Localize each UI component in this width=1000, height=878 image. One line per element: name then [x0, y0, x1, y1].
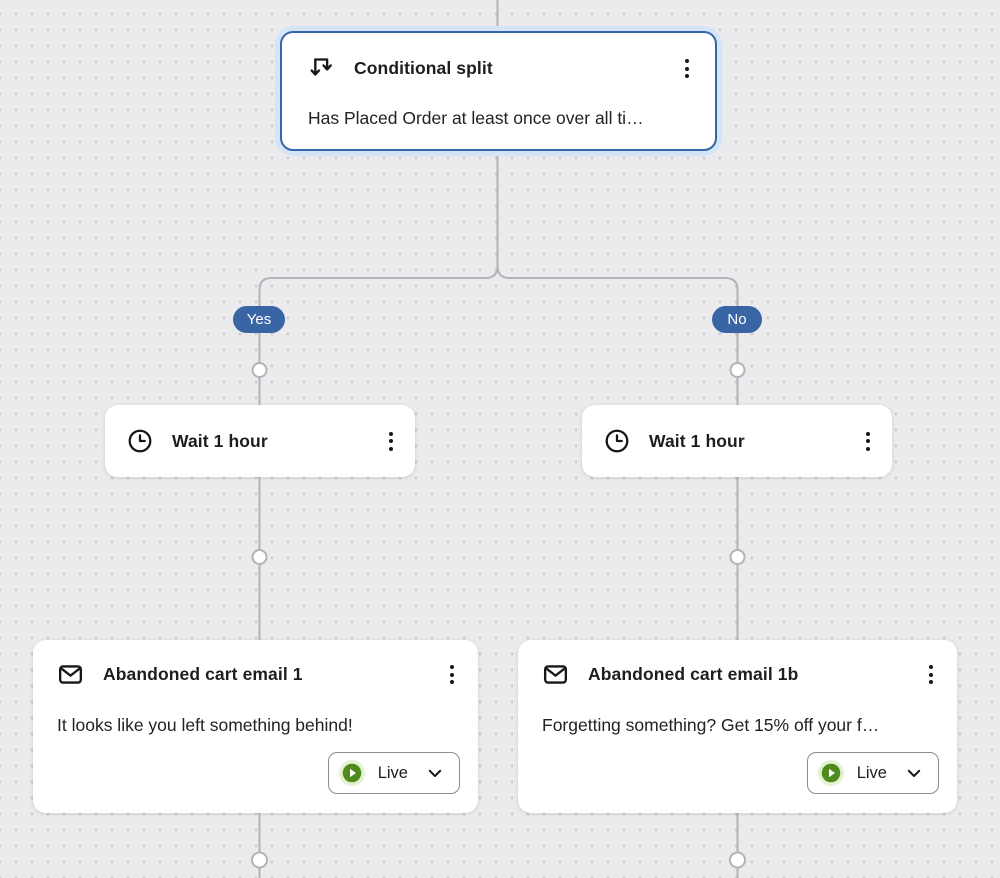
add-step-connector-dot[interactable]	[251, 549, 268, 565]
kebab-menu-icon[interactable]	[444, 661, 460, 688]
email-preview-text: It looks like you left something behind!	[57, 715, 353, 735]
kebab-menu-icon[interactable]	[383, 428, 399, 455]
kebab-menu-icon[interactable]	[860, 428, 876, 455]
branch-badge-no-label: No	[727, 311, 747, 328]
conditional-split-node[interactable]: Conditional split Has Placed Order at le…	[280, 31, 717, 151]
email-node-abandoned-cart-1[interactable]: Abandoned cart email 1 It looks like you…	[33, 640, 478, 813]
play-circle-icon	[817, 759, 845, 787]
add-step-connector-dot[interactable]	[251, 851, 268, 869]
connector-branch-yes	[258, 265, 499, 307]
kebab-menu-icon[interactable]	[679, 55, 695, 82]
wait-node-no[interactable]: Wait 1 hour	[582, 405, 892, 477]
branch-badge-yes: Yes	[233, 306, 285, 333]
kebab-menu-icon[interactable]	[923, 661, 939, 688]
branch-badge-yes-label: Yes	[246, 311, 272, 328]
node-subtitle: Has Placed Order at least once over all …	[308, 108, 644, 128]
status-dropdown-button[interactable]: Live	[806, 752, 939, 794]
add-step-connector-dot[interactable]	[729, 549, 746, 565]
node-title: Abandoned cart email 1	[103, 664, 303, 684]
node-title: Wait 1 hour	[649, 430, 745, 451]
clock-icon	[604, 428, 630, 454]
node-title: Abandoned cart email 1b	[588, 664, 799, 684]
node-title: Conditional split	[354, 58, 493, 78]
add-step-connector-dot[interactable]	[729, 851, 746, 869]
split-arrows-icon	[308, 55, 335, 82]
status-dropdown-button[interactable]: Live	[327, 752, 460, 794]
branch-badge-no: No	[712, 306, 762, 333]
node-title: Wait 1 hour	[172, 430, 268, 451]
status-label: Live	[377, 763, 408, 782]
chevron-down-icon	[426, 764, 444, 782]
wait-node-yes[interactable]: Wait 1 hour	[105, 405, 415, 477]
connector-branch-no	[496, 265, 739, 307]
email-preview-text: Forgetting something? Get 15% off your f…	[542, 715, 880, 735]
email-node-abandoned-cart-1b[interactable]: Abandoned cart email 1b Forgetting somet…	[518, 640, 957, 813]
add-step-connector-dot[interactable]	[251, 362, 268, 378]
status-label: Live	[856, 763, 887, 782]
add-step-connector-dot[interactable]	[729, 362, 746, 378]
chevron-down-icon	[905, 764, 923, 782]
clock-icon	[127, 428, 153, 454]
play-circle-icon	[338, 759, 366, 787]
envelope-icon	[542, 661, 569, 688]
envelope-icon	[57, 661, 84, 688]
